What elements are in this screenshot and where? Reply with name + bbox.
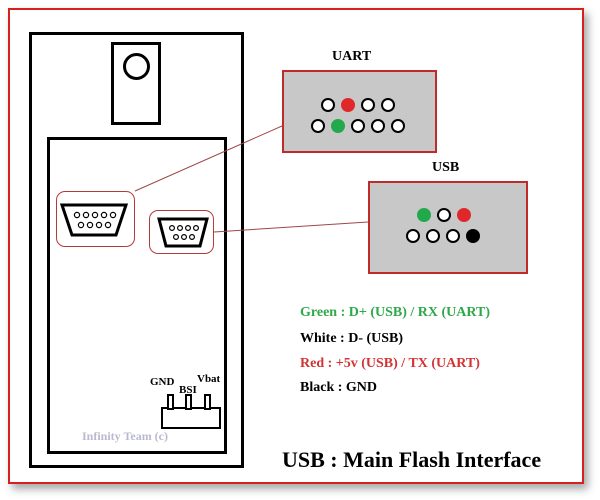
uart-pin-white: [361, 98, 375, 112]
uart-pin-white: [391, 119, 405, 133]
uart-connector-icon: [59, 203, 129, 237]
usb-pin-white: [406, 229, 420, 243]
usb-pin-black: [466, 229, 480, 243]
watermark: Infinity Team (c): [82, 429, 169, 443]
usb-pin-red: [457, 208, 471, 222]
usb-pin-green: [417, 208, 431, 222]
usb-connector-callout: [149, 210, 214, 254]
uart-pin-white: [321, 98, 335, 112]
phone-outline: [29, 32, 244, 468]
bsi-label: BSI: [179, 384, 197, 396]
legend-red: Red : +5v (USB) / TX (UART): [300, 356, 480, 371]
uart-pin-white: [311, 119, 325, 133]
usb-connector-icon: [157, 217, 209, 248]
usb-leader-line: [213, 221, 369, 233]
camera-slot: [111, 42, 161, 125]
uart-pin-red: [341, 98, 355, 112]
uart-pin-white: [381, 98, 395, 112]
gnd-label: GND: [150, 376, 175, 388]
legend-white: White : D- (USB): [300, 331, 404, 346]
uart-pin-white: [351, 119, 365, 133]
legend-black: Black : GND: [300, 380, 377, 395]
circuit-board-outline: [47, 137, 227, 454]
uart-pin-white: [371, 119, 385, 133]
usb-pin-white: [426, 229, 440, 243]
vbat-label: Vbat: [197, 373, 221, 385]
camera-lens-icon: [123, 53, 150, 80]
uart-pinout-panel: [282, 70, 437, 153]
uart-title: UART: [332, 49, 372, 64]
usb-pin-white: [446, 229, 460, 243]
legend-green: Green : D+ (USB) / RX (UART): [300, 305, 490, 320]
uart-leader-line: [134, 125, 283, 192]
usb-pin-white: [437, 208, 451, 222]
main-title: USB : Main Flash Interface: [282, 447, 542, 472]
usb-pinout-panel: [368, 181, 528, 274]
test-point-header: [161, 394, 221, 429]
uart-pin-green: [331, 119, 345, 133]
usb-title: USB: [432, 160, 460, 175]
uart-connector-callout: [56, 191, 135, 247]
